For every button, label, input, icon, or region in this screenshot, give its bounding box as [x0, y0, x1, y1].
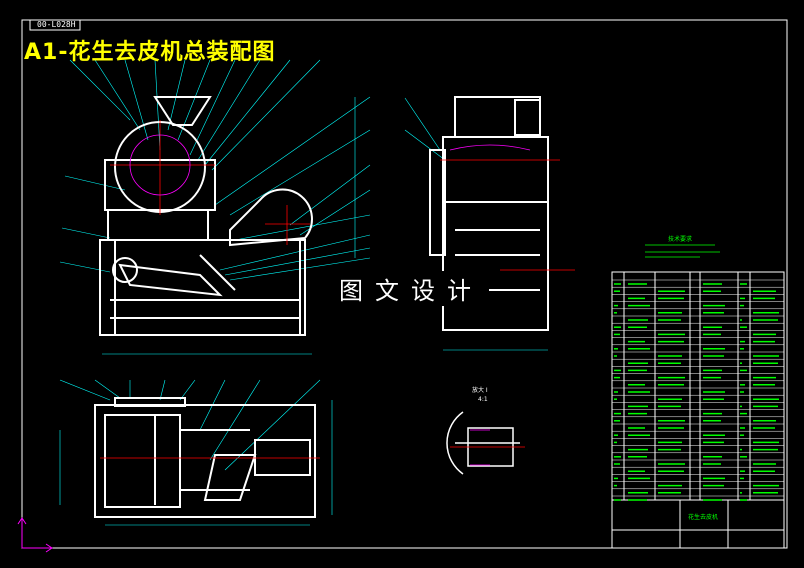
ucs-icon [17, 517, 53, 553]
parts-list-rows [612, 279, 784, 497]
tech-requirement-title: 技术要求 [668, 236, 693, 243]
parts-list-table [611, 271, 785, 549]
watermark-text: 图文设计 [333, 271, 489, 306]
tech-requirement-lines [645, 244, 720, 258]
leader-lines [59, 59, 548, 526]
front-view-hatch [129, 134, 191, 196]
detail-label: 放大 I [472, 387, 488, 394]
parts-list-text-marks [614, 283, 779, 501]
front-view-centerlines [110, 120, 310, 245]
title-block-name: 花生去皮机 [688, 514, 719, 521]
drawing-frame [21, 19, 788, 549]
detail-view-hatch [470, 429, 490, 466]
front-view [99, 96, 313, 336]
drawing-title: A1-花生去皮机总装配图 [24, 40, 276, 65]
top-view [94, 397, 316, 518]
side-view [429, 96, 549, 331]
side-view-centerlines [440, 159, 575, 271]
side-view-hatch [449, 144, 531, 151]
detail-scale: 4:1 [478, 396, 488, 403]
drawing-code: 00-L028H [37, 20, 76, 29]
